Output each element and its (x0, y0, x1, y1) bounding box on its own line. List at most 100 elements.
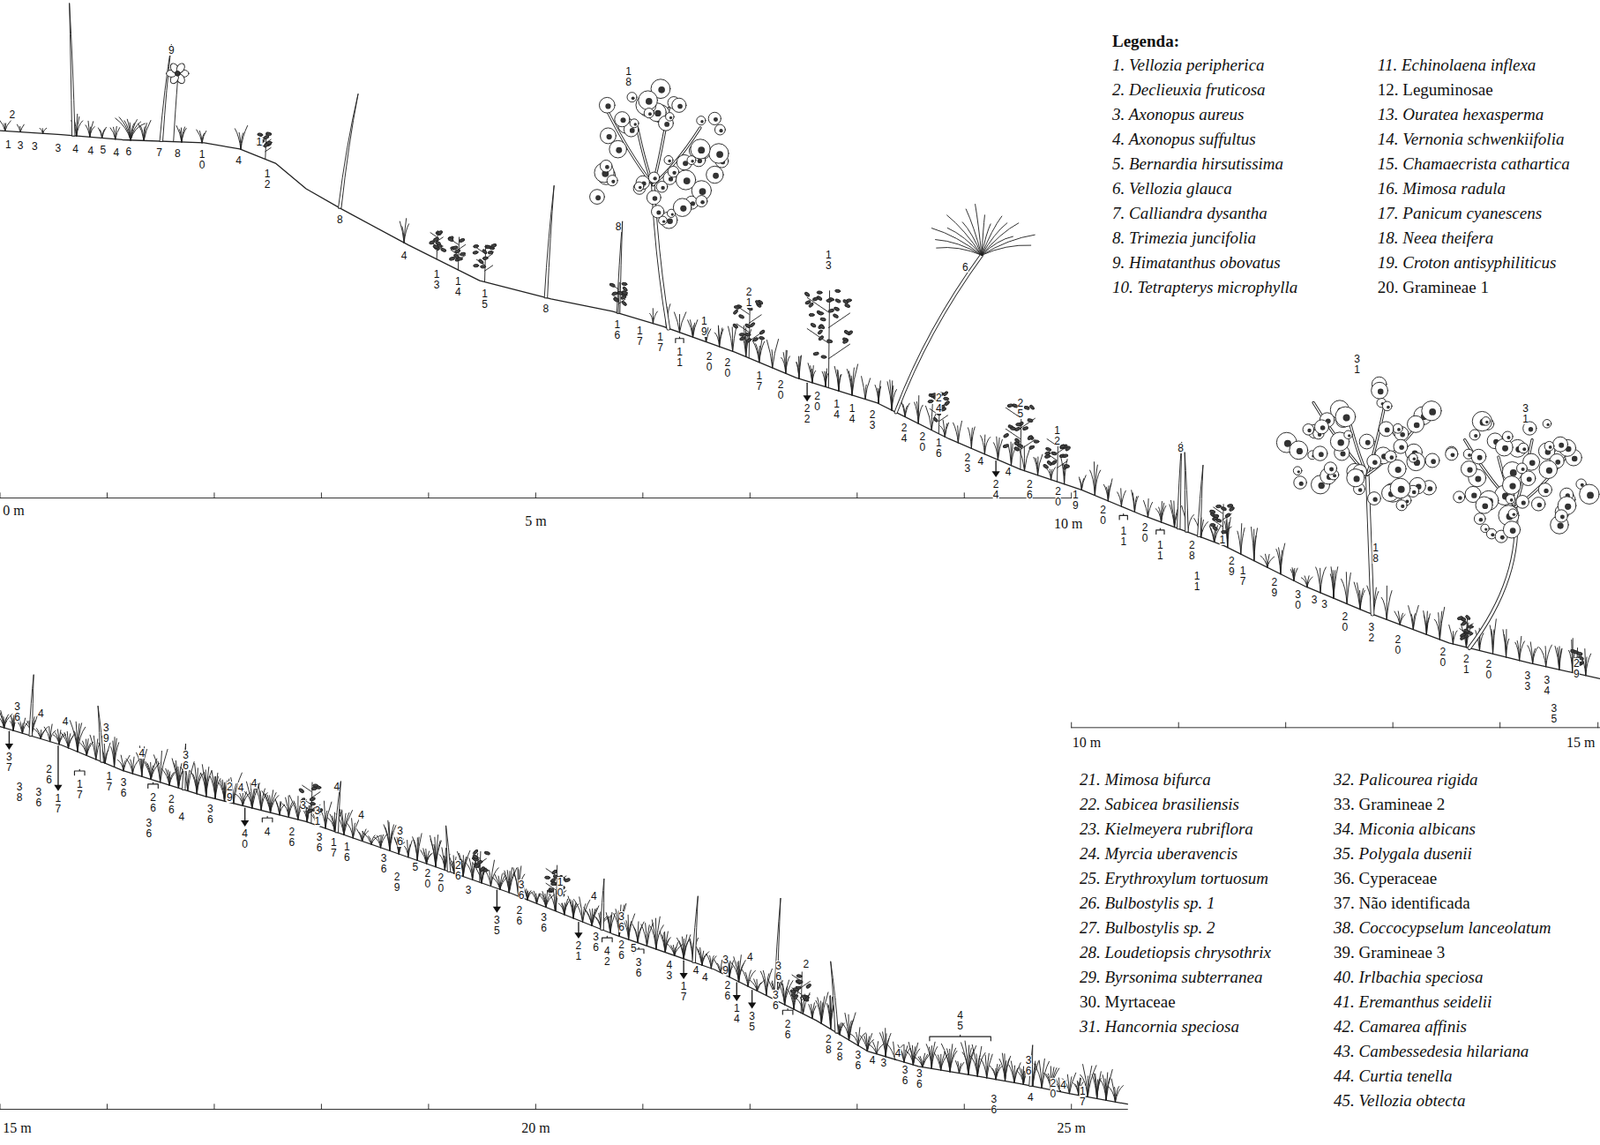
grass-blade (755, 343, 760, 363)
grass-blade (799, 355, 802, 379)
grass-blade (852, 364, 859, 396)
grass-blade (68, 732, 76, 748)
shrub-leaf (481, 248, 488, 255)
grass-tuft (136, 746, 148, 778)
foliage-shade (1510, 498, 1514, 502)
grass-tuft (815, 992, 829, 1024)
tall-leaf (600, 878, 605, 930)
foliage-shade (656, 210, 661, 216)
shrub-leaf (832, 313, 839, 319)
foliage (709, 143, 729, 164)
grass-blade (683, 934, 691, 959)
grass-blade (194, 763, 198, 794)
grass-blade (1559, 649, 1563, 670)
shrub (1002, 403, 1040, 470)
shrub-leaf (256, 142, 263, 147)
axis-tick (106, 493, 108, 499)
shrub-leaf (1576, 661, 1582, 666)
shrub-leaf (738, 314, 745, 320)
foliage (614, 112, 630, 128)
foliage-shade (648, 112, 652, 116)
shrub-leaf (557, 874, 564, 882)
grass-tuft (196, 129, 207, 143)
shrub-leaf (1051, 459, 1058, 465)
grass-tuft (673, 312, 686, 333)
shrub-leaf (1228, 506, 1235, 512)
shrub-leaf (613, 297, 620, 303)
grass-blade (1280, 543, 1286, 575)
grass-blade (645, 923, 648, 947)
shrub-leaf (472, 250, 479, 255)
grass-blade (160, 748, 168, 782)
grass-blade (908, 1041, 913, 1065)
shrub-leaf (758, 336, 764, 340)
grass-tuft (85, 120, 95, 137)
shrub-leaf (942, 396, 949, 401)
shrub-leaf (1220, 506, 1227, 512)
grass-blade (780, 978, 785, 1005)
branch (265, 147, 271, 151)
shrub-leaf (456, 257, 463, 261)
grass-blade (171, 758, 179, 788)
foliage (1502, 431, 1513, 442)
grass-blade (420, 850, 427, 864)
grass-blade (944, 422, 949, 437)
grass-blade (666, 943, 675, 957)
grass-tuft (1315, 567, 1327, 593)
grass-blade (356, 829, 362, 842)
foliage-shade (662, 219, 666, 223)
shrub-leaf (1212, 514, 1219, 518)
tall-leaf (97, 705, 104, 763)
shrub (732, 299, 765, 359)
grass-tuft (760, 968, 772, 995)
grass-blade (1399, 614, 1406, 625)
grass-blade (1381, 597, 1387, 620)
foliage-shade (1560, 515, 1565, 520)
grass-tuft (980, 434, 991, 455)
grass-tuft (1330, 567, 1338, 599)
vellozia-leaf (981, 234, 1035, 255)
grass-tuft (383, 820, 397, 851)
shrub-leaf (1221, 530, 1227, 534)
grass-tuft (118, 755, 130, 771)
axis-tick (535, 1104, 537, 1110)
foliage-shade (1564, 503, 1571, 510)
grass-blade (201, 130, 207, 143)
grass-blade (693, 320, 698, 338)
shrub-leaf (934, 411, 942, 417)
axis-tick (213, 493, 215, 499)
grass-blade (822, 371, 826, 387)
grass-tuft (650, 308, 658, 324)
shrub-leaf (485, 245, 491, 248)
grass-blade (947, 1048, 950, 1072)
shrub-leaf (479, 866, 486, 872)
grass-tuft (523, 887, 533, 900)
shrub-leaf (1059, 443, 1066, 449)
foliage (656, 180, 668, 193)
foliage (714, 124, 726, 135)
foliage-shade (683, 177, 691, 185)
foliage (638, 90, 658, 111)
grass-blade (1134, 496, 1138, 513)
foliage (606, 175, 618, 187)
foliage-shade (1521, 467, 1526, 472)
shrub-leaf (551, 880, 558, 886)
shrub-leaf (262, 134, 270, 140)
grass-blade (211, 770, 216, 800)
stalk (173, 82, 179, 143)
grass-tuft (1434, 606, 1444, 640)
grass-tuft (1209, 525, 1221, 543)
grass-blade (1131, 490, 1136, 513)
foliage-shade (1307, 428, 1311, 433)
foliage-shade (1466, 467, 1473, 473)
shrub-leaf (472, 244, 479, 248)
grass-tuft (190, 763, 203, 794)
grass-blade (1018, 448, 1025, 472)
shrub-leaf (473, 263, 479, 268)
foliage-shade (634, 122, 637, 126)
grass-blade (752, 340, 759, 362)
grass-tuft (1251, 526, 1258, 561)
shrub-leaf (744, 322, 751, 329)
shrub-leaf (612, 291, 618, 296)
